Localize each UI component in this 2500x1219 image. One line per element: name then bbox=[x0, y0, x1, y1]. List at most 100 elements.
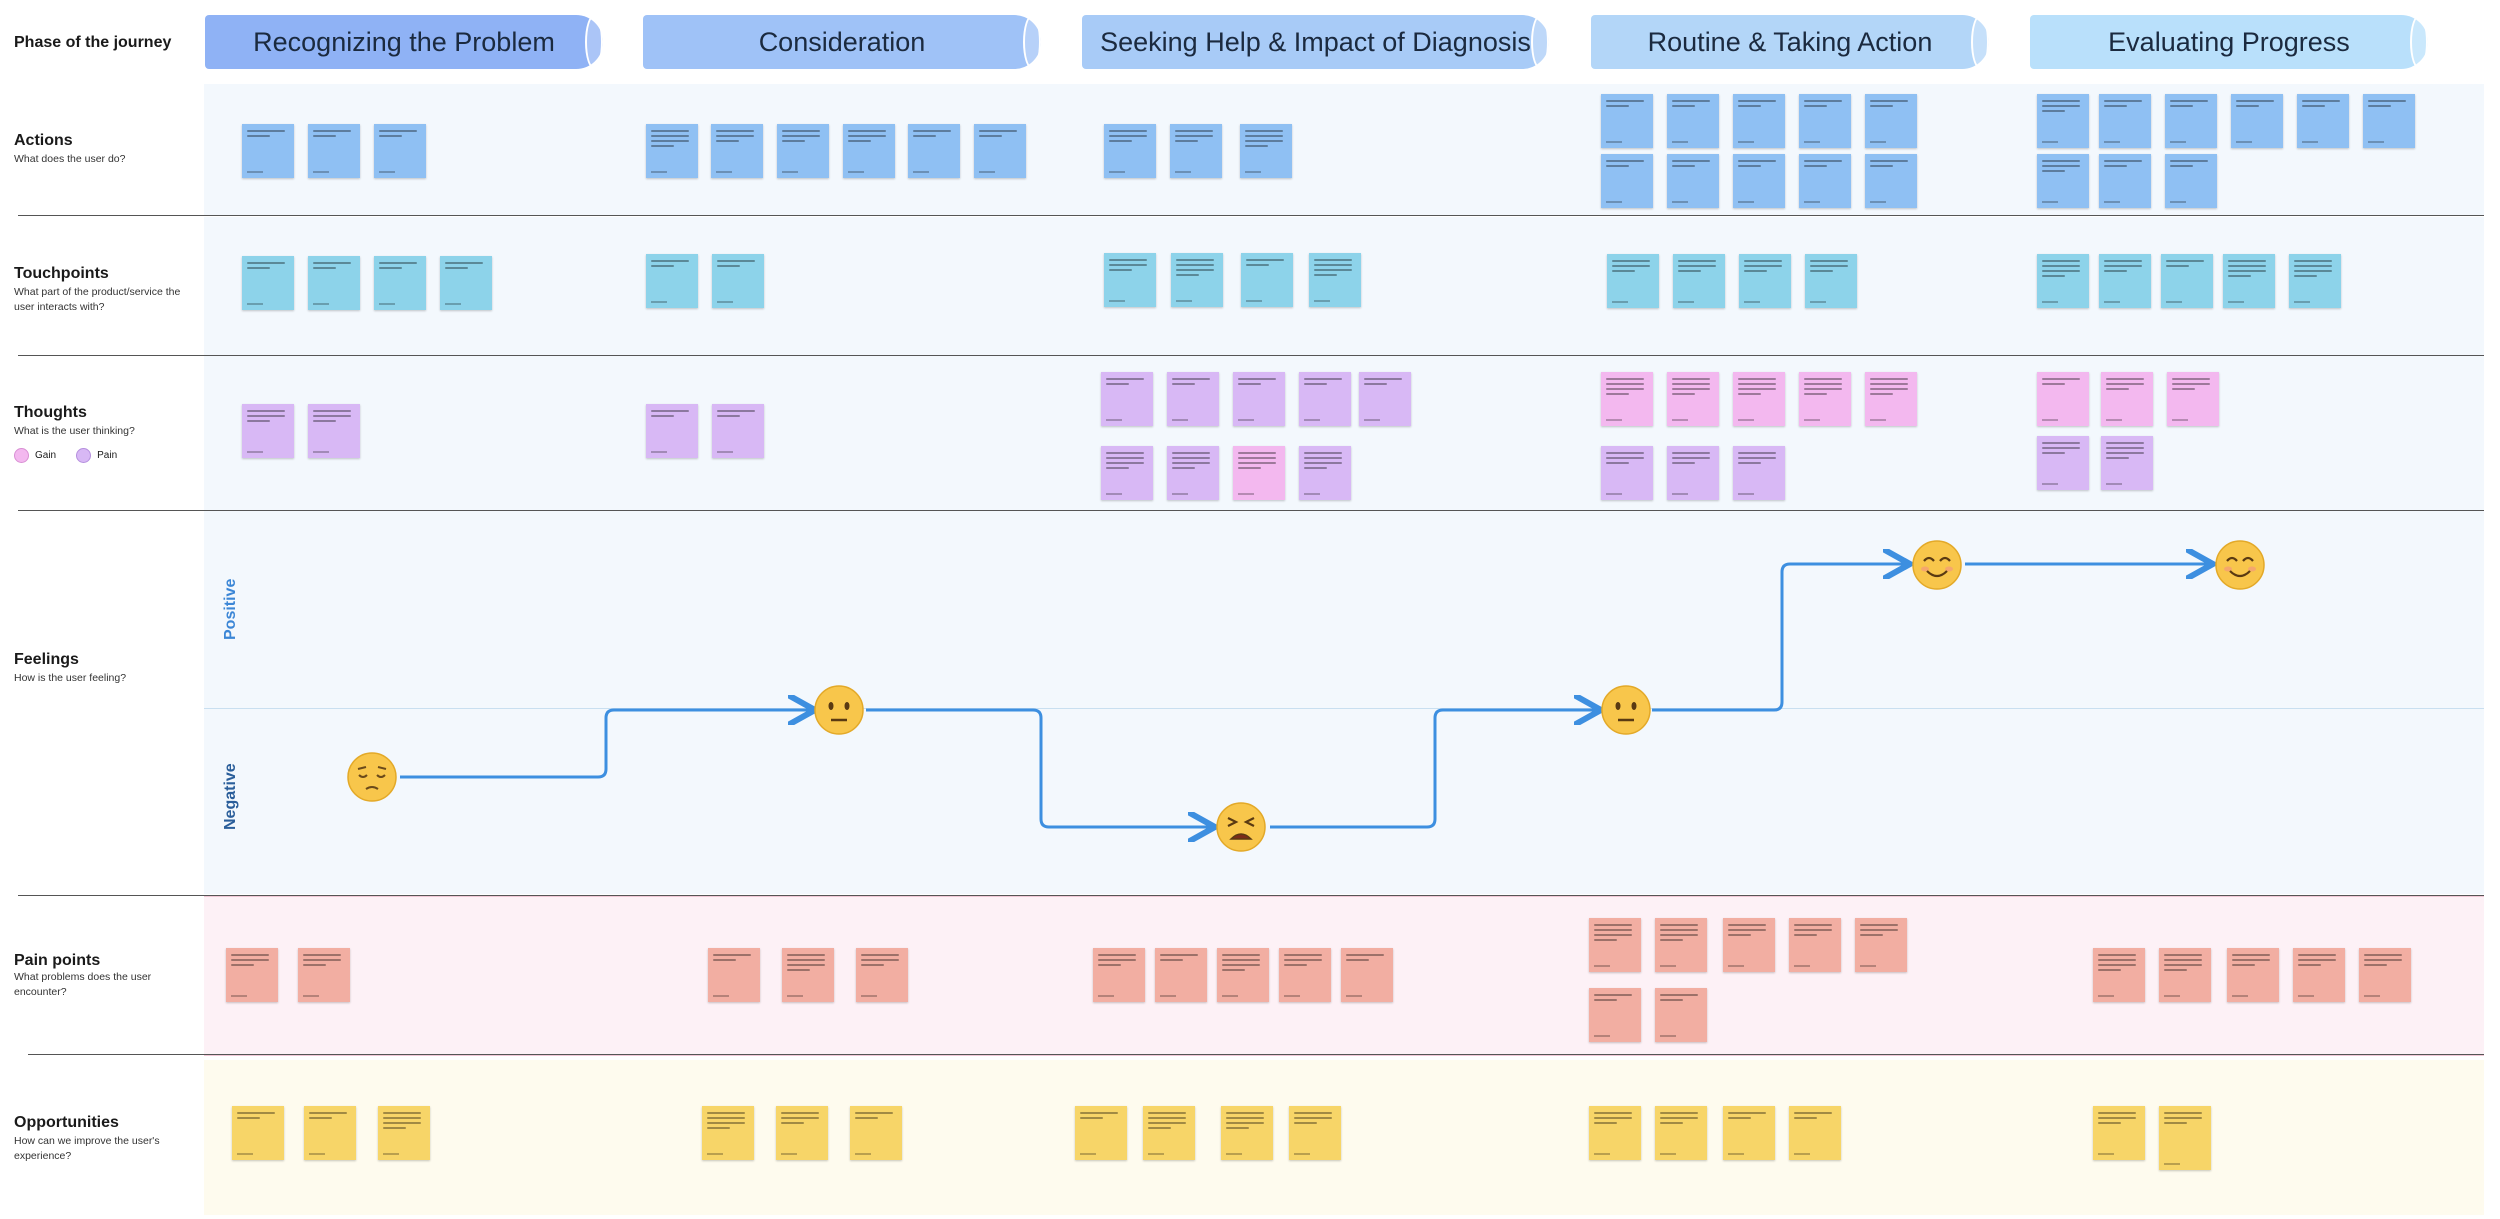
touchpoint-note[interactable] bbox=[2037, 254, 2089, 308]
action-note[interactable] bbox=[711, 124, 763, 178]
touchpoint-note[interactable] bbox=[1104, 253, 1156, 307]
thought-note[interactable] bbox=[646, 404, 698, 458]
opportunity-note[interactable] bbox=[2093, 1106, 2145, 1160]
painpoint-note[interactable] bbox=[2159, 948, 2211, 1002]
painpoint-note[interactable] bbox=[782, 948, 834, 1002]
action-note[interactable] bbox=[1104, 124, 1156, 178]
thought-note-gain[interactable] bbox=[1733, 372, 1785, 426]
action-note[interactable] bbox=[1667, 154, 1719, 208]
painpoint-note[interactable] bbox=[226, 948, 278, 1002]
touchpoint-note[interactable] bbox=[2161, 254, 2213, 308]
painpoint-note[interactable] bbox=[2293, 948, 2345, 1002]
action-note[interactable] bbox=[1733, 154, 1785, 208]
painpoint-note[interactable] bbox=[856, 948, 908, 1002]
opportunity-note[interactable] bbox=[232, 1106, 284, 1160]
action-note[interactable] bbox=[2099, 94, 2151, 148]
painpoint-note[interactable] bbox=[1723, 918, 1775, 972]
painpoint-note[interactable] bbox=[708, 948, 760, 1002]
painpoint-note[interactable] bbox=[2227, 948, 2279, 1002]
painpoint-note[interactable] bbox=[2093, 948, 2145, 1002]
thought-note[interactable] bbox=[1299, 446, 1351, 500]
action-note[interactable] bbox=[646, 124, 698, 178]
touchpoint-note[interactable] bbox=[1309, 253, 1361, 307]
thought-note[interactable] bbox=[1167, 372, 1219, 426]
painpoint-note[interactable] bbox=[298, 948, 350, 1002]
action-note[interactable] bbox=[2037, 94, 2089, 148]
thought-note[interactable] bbox=[242, 404, 294, 458]
action-note[interactable] bbox=[1733, 94, 1785, 148]
thought-note[interactable] bbox=[1101, 372, 1153, 426]
action-note[interactable] bbox=[2165, 154, 2217, 208]
painpoint-note[interactable] bbox=[1655, 918, 1707, 972]
action-note[interactable] bbox=[974, 124, 1026, 178]
action-note[interactable] bbox=[2363, 94, 2415, 148]
opportunity-note[interactable] bbox=[1655, 1106, 1707, 1160]
thought-note[interactable] bbox=[1733, 446, 1785, 500]
painpoint-note[interactable] bbox=[1589, 918, 1641, 972]
opportunity-note[interactable] bbox=[1143, 1106, 1195, 1160]
touchpoint-note[interactable] bbox=[1607, 254, 1659, 308]
thought-note[interactable] bbox=[1359, 372, 1411, 426]
action-note[interactable] bbox=[1601, 154, 1653, 208]
painpoint-note[interactable] bbox=[1155, 948, 1207, 1002]
action-note[interactable] bbox=[843, 124, 895, 178]
action-note[interactable] bbox=[1799, 154, 1851, 208]
opportunity-note[interactable] bbox=[1289, 1106, 1341, 1160]
thought-note[interactable] bbox=[1601, 446, 1653, 500]
opportunity-note[interactable] bbox=[776, 1106, 828, 1160]
touchpoint-note[interactable] bbox=[1673, 254, 1725, 308]
action-note[interactable] bbox=[1667, 94, 1719, 148]
thought-note[interactable] bbox=[2037, 436, 2089, 490]
thought-note-gain[interactable] bbox=[1601, 372, 1653, 426]
opportunity-note[interactable] bbox=[850, 1106, 902, 1160]
action-note[interactable] bbox=[242, 124, 294, 178]
action-note[interactable] bbox=[908, 124, 960, 178]
action-note[interactable] bbox=[2037, 154, 2089, 208]
opportunity-note[interactable] bbox=[1221, 1106, 1273, 1160]
painpoint-note[interactable] bbox=[1789, 918, 1841, 972]
painpoint-note[interactable] bbox=[2359, 948, 2411, 1002]
painpoint-note[interactable] bbox=[1855, 918, 1907, 972]
opportunity-note[interactable] bbox=[1589, 1106, 1641, 1160]
painpoint-note[interactable] bbox=[1341, 948, 1393, 1002]
thought-note-gain[interactable] bbox=[2037, 372, 2089, 426]
touchpoint-note[interactable] bbox=[2099, 254, 2151, 308]
painpoint-note[interactable] bbox=[1279, 948, 1331, 1002]
thought-note[interactable] bbox=[712, 404, 764, 458]
action-note[interactable] bbox=[1799, 94, 1851, 148]
touchpoint-note[interactable] bbox=[712, 254, 764, 308]
opportunity-note[interactable] bbox=[1789, 1106, 1841, 1160]
thought-note[interactable] bbox=[1667, 446, 1719, 500]
opportunity-note[interactable] bbox=[702, 1106, 754, 1160]
touchpoint-note[interactable] bbox=[1739, 254, 1791, 308]
thought-note-gain[interactable] bbox=[2101, 372, 2153, 426]
action-note[interactable] bbox=[2231, 94, 2283, 148]
thought-note[interactable] bbox=[1233, 372, 1285, 426]
touchpoint-note[interactable] bbox=[646, 254, 698, 308]
action-note[interactable] bbox=[374, 124, 426, 178]
thought-note[interactable] bbox=[1167, 446, 1219, 500]
action-note[interactable] bbox=[1865, 94, 1917, 148]
thought-note[interactable] bbox=[1299, 372, 1351, 426]
thought-note-gain[interactable] bbox=[1233, 446, 1285, 500]
touchpoint-note[interactable] bbox=[242, 256, 294, 310]
touchpoint-note[interactable] bbox=[2289, 254, 2341, 308]
opportunity-note[interactable] bbox=[1075, 1106, 1127, 1160]
touchpoint-note[interactable] bbox=[1805, 254, 1857, 308]
opportunity-note[interactable] bbox=[2159, 1106, 2211, 1170]
action-note[interactable] bbox=[2099, 154, 2151, 208]
thought-note-gain[interactable] bbox=[1799, 372, 1851, 426]
action-note[interactable] bbox=[1601, 94, 1653, 148]
thought-note[interactable] bbox=[1101, 446, 1153, 500]
painpoint-note[interactable] bbox=[1589, 988, 1641, 1042]
opportunity-note[interactable] bbox=[304, 1106, 356, 1160]
painpoint-note[interactable] bbox=[1093, 948, 1145, 1002]
thought-note[interactable] bbox=[2101, 436, 2153, 490]
touchpoint-note[interactable] bbox=[2223, 254, 2275, 308]
action-note[interactable] bbox=[777, 124, 829, 178]
action-note[interactable] bbox=[1865, 154, 1917, 208]
action-note[interactable] bbox=[1240, 124, 1292, 178]
touchpoint-note[interactable] bbox=[374, 256, 426, 310]
action-note[interactable] bbox=[2165, 94, 2217, 148]
action-note[interactable] bbox=[2297, 94, 2349, 148]
